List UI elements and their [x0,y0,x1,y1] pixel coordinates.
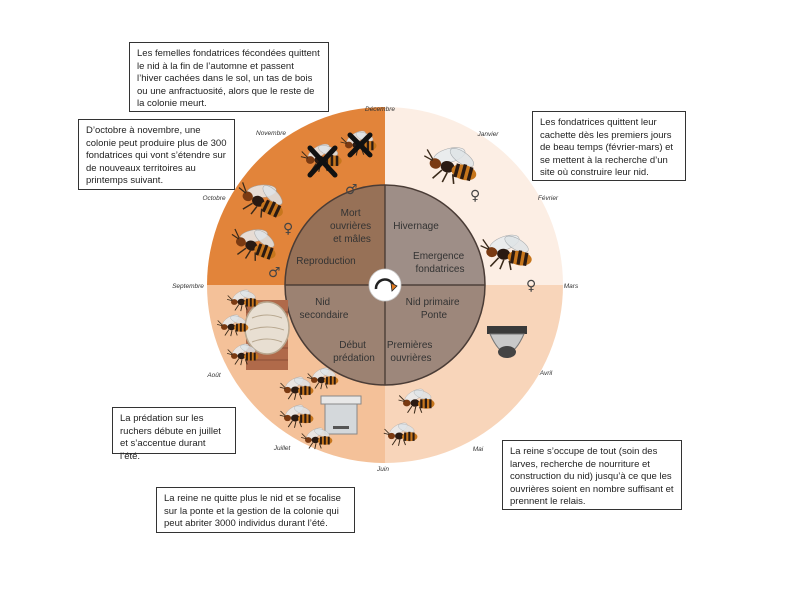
primary-nest-icon [487,326,527,358]
phase-hivernage: Hivernage [393,221,439,232]
note-october-november: D’octobre à novembre, une colonie peut p… [78,119,235,190]
month-label: Octobre [202,195,226,202]
female-symbol: ♀ [526,278,536,294]
male-symbol: ♂ [345,182,358,198]
dead-cross-icon [307,145,338,178]
month-label: Novembre [256,130,286,137]
month-label: Mai [473,446,484,453]
female-symbol: ♀ [470,188,480,204]
phase-emergence-fondatrices: Emergence fondatrices [413,251,467,275]
dead-cross-icon [347,132,373,158]
phase-premieres-ouvrieres: Premières ouvrières [387,340,435,364]
note-predation: La prédation sur les ruchers débute en j… [112,407,236,462]
phase-reproduction: Reproduction [296,256,355,267]
month-label: Juin [376,466,389,473]
month-labels: Décembre Janvier Février Mars Avril Mai … [172,106,579,473]
beehive-icon [320,395,362,435]
month-label: Décembre [365,106,395,113]
male-symbol: ♂ [268,265,281,281]
secondary-nest-icon [244,300,290,370]
phase-nid-primaire-ponte: Nid primaire Ponte [406,297,463,321]
month-label: Juillet [273,445,292,452]
month-label: Février [538,195,559,202]
note-queen-all: La reine s’occupe de tout (soin des larv… [502,440,682,510]
month-label: Septembre [172,283,204,290]
month-label: Janvier [477,131,500,138]
lifecycle-wheel [207,107,563,463]
note-spring-founders: Les fondatrices quittent leur cachette d… [532,111,686,181]
month-label: Août [206,372,222,379]
note-queen-stays: La reine ne quitte plus le nid et se foc… [156,487,355,533]
female-symbol: ♀ [283,221,293,237]
note-autumn-females: Les femelles fondatrices fécondées quitt… [129,42,329,112]
phase-debut-predation: Début prédation [333,340,375,364]
phase-mort-ouvrieres-males: Mort ouvrières et mâles [330,208,374,245]
cycle-center [368,268,402,302]
phase-nid-secondaire: Nid secondaire [300,297,349,321]
month-label: Mars [564,283,579,290]
month-label: Avril [539,370,553,377]
